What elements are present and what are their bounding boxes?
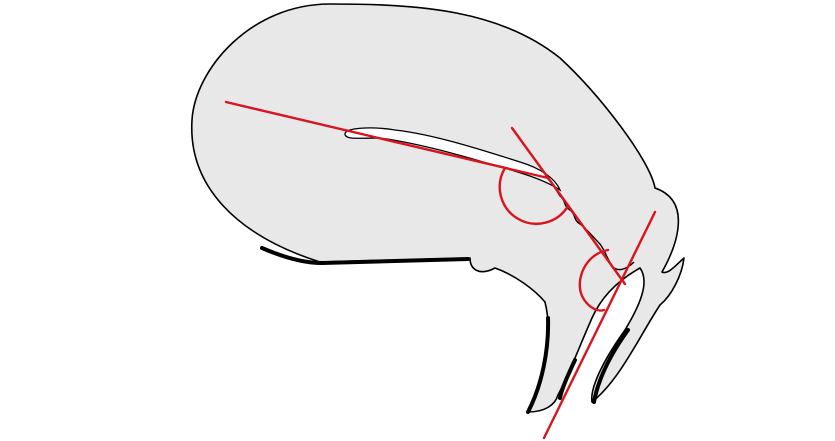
organ-bottom-shadow <box>260 246 470 266</box>
axis-line-tube <box>542 210 657 440</box>
angle-arc-upper <box>498 166 570 225</box>
neck-left-shadow <box>526 316 551 414</box>
organ-body <box>191 3 685 413</box>
angle-arc-lower <box>578 248 610 312</box>
axis-line-body <box>224 100 550 180</box>
tube-shadow <box>592 328 630 404</box>
neck-right-shadow <box>558 358 577 400</box>
